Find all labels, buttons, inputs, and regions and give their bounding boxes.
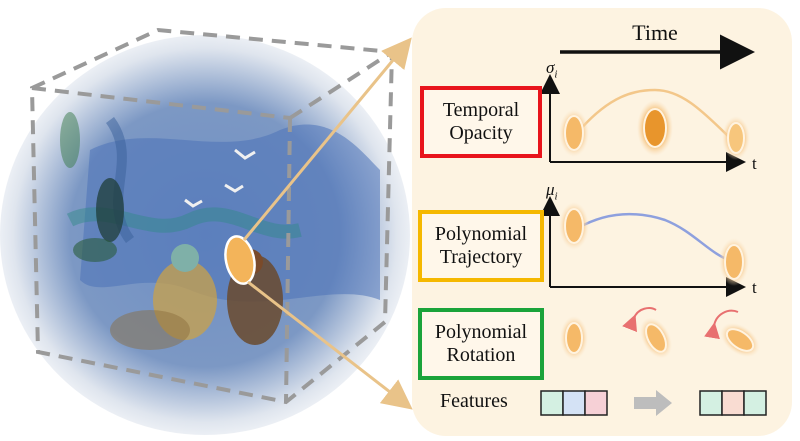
features-label: Features [440, 390, 508, 412]
label-polynomial-rotation: Polynomial Rotation [418, 308, 544, 380]
pointer-line-top [242, 37, 412, 241]
feature-after-swatch-3 [743, 390, 767, 416]
trajectory-gaussian-2-core [724, 244, 744, 280]
trajectory-y-symbol: μ [546, 180, 555, 199]
pointer-line-bottom [247, 280, 413, 410]
feature-before-swatch-2 [562, 390, 586, 416]
feature-before-swatch-1 [540, 390, 564, 416]
label-polynomial-trajectory: Polynomial Trajectory [418, 210, 544, 282]
opacity-y-axis-label: σi [546, 58, 557, 80]
opacity-gaussian-2-core [643, 108, 667, 148]
polynomial-trajectory-text: Polynomial Trajectory [434, 223, 528, 268]
trajectory-curve [577, 212, 735, 264]
trajectory-x-axis-label: t [752, 278, 757, 298]
rotation-gaussian-2-core [645, 323, 667, 353]
features-arrow [634, 390, 672, 416]
trajectory-axes [540, 196, 746, 297]
rotation-gaussian-1-core [565, 322, 583, 354]
feature-before-swatch-3 [584, 390, 608, 416]
opacity-y-subscript: i [554, 68, 558, 81]
trajectory-y-axis-label: μi [546, 180, 558, 202]
polynomial-rotation-text: Polynomial Rotation [434, 321, 528, 366]
trajectory-x-symbol: t [752, 278, 757, 297]
rotation-arrow-1 [622, 307, 657, 333]
features-before [540, 390, 608, 416]
opacity-x-axis-label: t [752, 154, 757, 174]
rotation-arrow-2 [704, 309, 739, 340]
opacity-axes [540, 74, 746, 172]
opacity-x-symbol: t [752, 154, 757, 173]
feature-after-swatch-2 [721, 390, 745, 416]
focus-gaussian [224, 235, 256, 285]
temporal-opacity-text: Temporal Opacity [442, 99, 520, 144]
rotation-gaussian-3-core [725, 328, 755, 352]
opacity-gaussian-3-core [727, 122, 745, 154]
label-temporal-opacity: Temporal Opacity [420, 86, 542, 158]
opacity-y-symbol: σ [546, 58, 555, 77]
trajectory-gaussian-1-core [564, 208, 584, 244]
scene-illustration [0, 35, 410, 435]
opacity-curve [577, 88, 733, 141]
trajectory-y-subscript: i [554, 190, 558, 203]
opacity-gaussian-1-core [564, 115, 584, 151]
time-label: Time [632, 20, 678, 45]
feature-after-swatch-1 [699, 390, 723, 416]
bounding-cube [29, 27, 395, 405]
features-after [699, 390, 767, 416]
